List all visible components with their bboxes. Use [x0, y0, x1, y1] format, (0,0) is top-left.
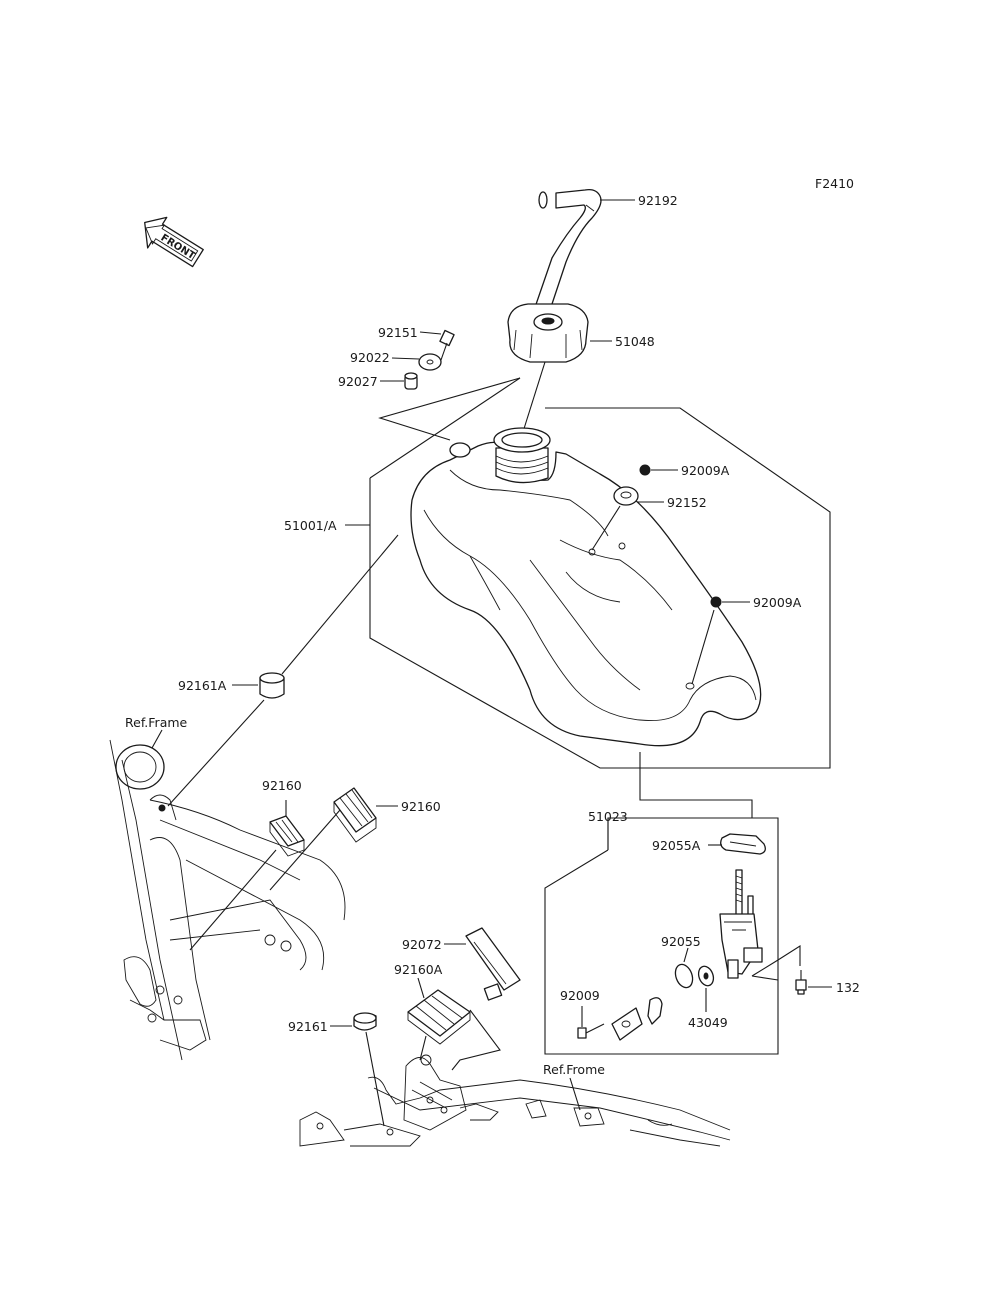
damper-92161: [353, 1012, 377, 1031]
washer-92022: [418, 353, 442, 371]
part-label-51001A: 51001/A: [284, 518, 337, 533]
gasket-92055A: [720, 833, 766, 855]
part-label-92160-1: 92160: [262, 778, 302, 793]
part-label-92022: 92022: [350, 350, 390, 365]
part-label-132: 132: [836, 980, 860, 995]
part-label-92161A: 92161A: [178, 678, 227, 693]
fuel-tank: [410, 427, 762, 747]
part-label-92151: 92151: [378, 325, 418, 340]
damper-92161A: [259, 672, 285, 699]
breather-hose: [531, 188, 602, 323]
part-label-92161: 92161: [288, 1019, 328, 1034]
collar-92027: [404, 372, 418, 390]
pad-92160A: [407, 989, 471, 1045]
part-label-92009: 92009: [560, 988, 600, 1003]
part-label-92055: 92055: [661, 934, 701, 949]
part-label-51023: 51023: [588, 809, 628, 824]
front-arrow-icon: FRONT: [144, 216, 204, 268]
cover-plate: [611, 1007, 643, 1041]
part-label-43049: 43049: [688, 1015, 728, 1030]
bolt-92151: [439, 329, 455, 361]
frame-left: [109, 739, 346, 1061]
ref-frame-label-2: Ref.Frome: [543, 1062, 605, 1077]
part-label-51048: 51048: [615, 334, 655, 349]
washer-43049: [697, 965, 715, 987]
bolt-132: [795, 970, 807, 995]
screw-92009A-right: [710, 596, 722, 608]
part-label-92009A-2: 92009A: [753, 595, 802, 610]
screw-92009: [577, 1023, 605, 1039]
ref-frame-label-1: Ref.Frame: [125, 715, 188, 730]
screw-92009A-top: [639, 464, 651, 476]
part-label-92027: 92027: [338, 374, 378, 389]
grommet-92152: [613, 486, 639, 506]
clip: [647, 997, 663, 1025]
part-label-92192: 92192: [638, 193, 678, 208]
part-label-92160A: 92160A: [394, 962, 443, 977]
part-label-92009A-1: 92009A: [681, 463, 730, 478]
pad-92160-large: [333, 787, 377, 843]
strap-92072: [465, 927, 521, 1001]
part-label-92072: 92072: [402, 937, 442, 952]
o-ring-92055: [674, 963, 694, 989]
fuel-valve: [719, 869, 763, 979]
part-label-92055A: 92055A: [652, 838, 701, 853]
diagram-code: F2410: [815, 176, 854, 191]
pad-92160-small: [269, 815, 305, 857]
part-label-92160-2: 92160: [401, 799, 441, 814]
fuel-cap: [507, 303, 589, 363]
part-label-92152: 92152: [667, 495, 707, 510]
frame-bottom: [299, 1054, 731, 1147]
